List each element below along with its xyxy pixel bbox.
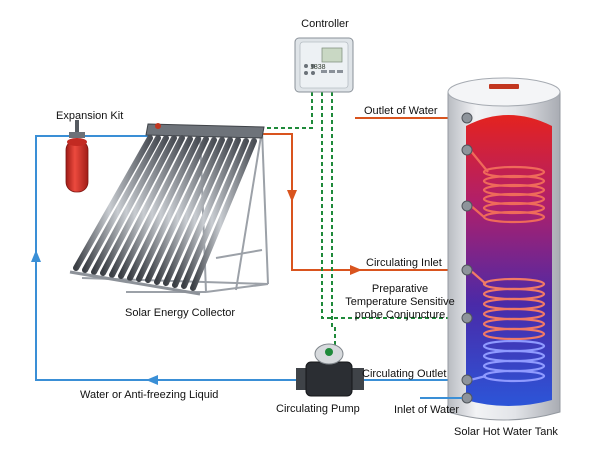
circulating-outlet-label: Circulating Outlet [362,368,447,380]
inlet-of-water-label: Inlet of Water [394,404,460,416]
expansion-kit-label: Expansion Kit [56,110,124,122]
controller-unit [294,37,354,93]
outlet-of-water-label: Outlet of Water [364,105,438,117]
circulating-inlet-label: Circulating Inlet [366,257,442,269]
flow-arrow-right [350,265,362,275]
solar-collector [69,123,269,296]
solar-energy-collector-label: Solar Energy Collector [125,307,236,319]
probe-label-line-1: Preparative [371,283,429,295]
flow-arrow-left [146,375,158,385]
solar-hot-water-tank-label: Solar Hot Water Tank [454,426,558,438]
cold-return-pipe [35,135,467,381]
probe-label-line-2: Temperature Sensitive [345,296,455,308]
probe-label-line-3: probe Conjuncture [354,309,446,321]
sensor-lines [262,92,467,355]
water-or-antifreezing-label: Water or Anti-freezing Liquid [80,389,219,401]
flow-arrow-down [287,190,297,202]
expansion-tank [65,120,89,193]
flow-arrow-up [31,250,41,262]
circulating-pump [296,343,364,397]
circulating-pump-label: Circulating Pump [276,403,360,415]
controller-display-readout: 1838 [310,64,326,71]
controller-label: Controller [301,18,349,30]
hot-water-tank [420,77,561,421]
